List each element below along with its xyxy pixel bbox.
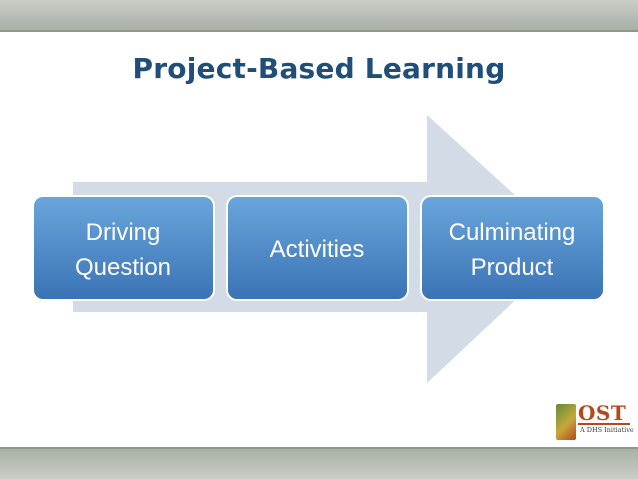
step-label-1-line1: Driving — [86, 219, 161, 246]
step-label-1-line2: Question — [75, 254, 171, 281]
step-box-3: Culminating Product — [420, 195, 605, 301]
step-label-2-line1: Activities — [270, 236, 365, 263]
logo-underline — [578, 423, 630, 425]
bottom-band — [0, 449, 638, 479]
slide-title: Project-Based Learning — [132, 52, 506, 85]
ost-logo: OST A DHS Initiative — [556, 401, 634, 440]
logo-text: OST — [578, 401, 627, 425]
logo-subtext: A DHS Initiative — [580, 426, 634, 434]
logo-badge-icon — [556, 404, 576, 440]
top-band-line — [0, 30, 638, 32]
step-label-3-line1: Culminating — [449, 219, 576, 246]
bottom-band-line — [0, 447, 638, 449]
top-band — [0, 0, 638, 30]
step-box-1: Driving Question — [32, 195, 215, 301]
step-box-2: Activities — [226, 195, 409, 301]
step-label-3-line2: Product — [471, 254, 554, 281]
